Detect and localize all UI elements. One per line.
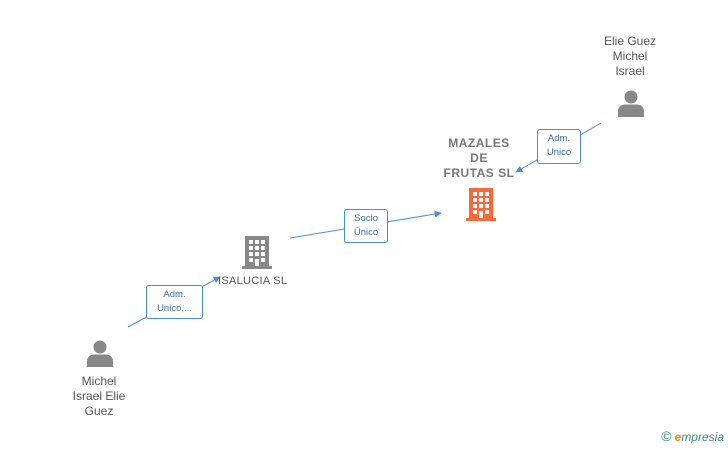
edge-label-adm-unico-top[interactable]: Adm. Unico [537,129,581,164]
company-isalucia-label[interactable]: ISALUCIA SL [218,275,288,287]
person-icon[interactable] [617,89,645,122]
edge-label-socio-unico[interactable]: Socio Único [344,209,388,243]
brand-watermark: ©empresia [661,428,724,444]
person-top-label[interactable]: Elie Guez Michel Israel [603,34,657,78]
building-icon[interactable] [464,186,498,227]
copyright-icon: © [661,428,672,444]
brand-initial: e [674,430,682,444]
edge-label-adm-unico-bottom[interactable]: Adm. Unico,... [146,285,203,319]
person-icon[interactable] [86,339,114,372]
person-bottom-label[interactable]: Michel Israel Elie Guez [72,374,126,418]
building-icon[interactable] [240,234,274,275]
company-main-label[interactable]: MAZALES DE FRUTAS SL [443,136,515,180]
brand-name: mpresia [681,430,724,444]
